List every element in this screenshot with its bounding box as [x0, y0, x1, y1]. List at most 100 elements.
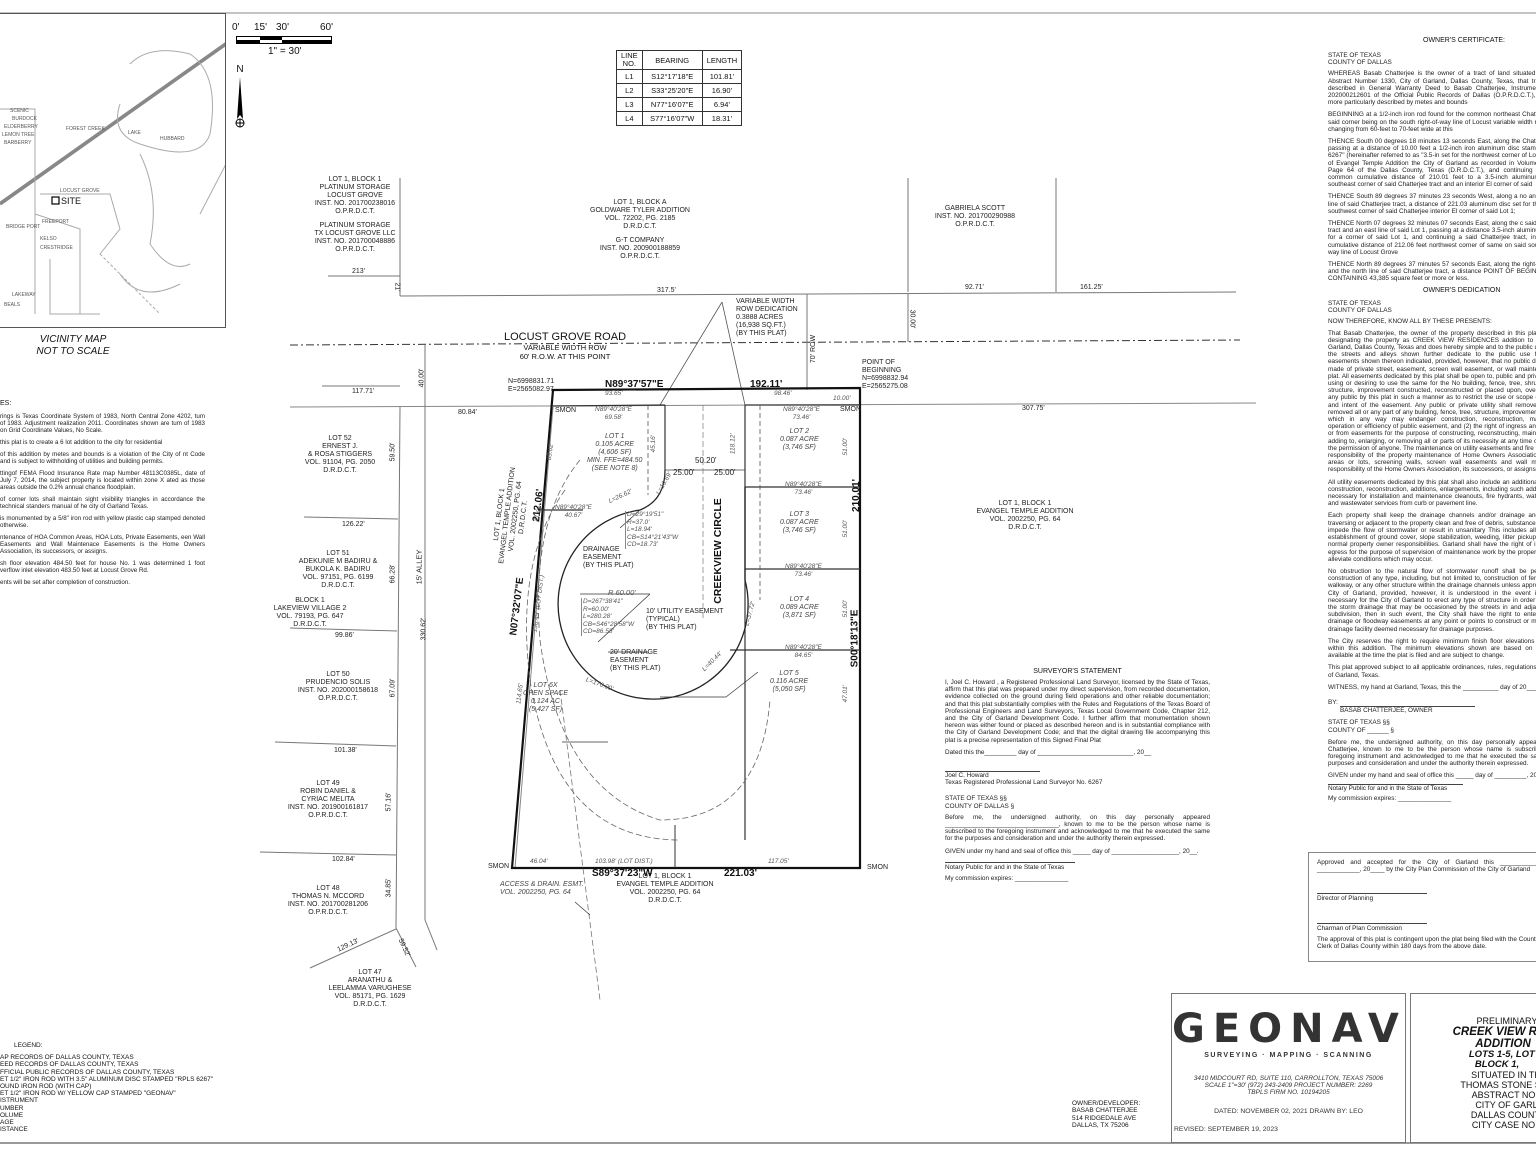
curve-value: CB=S46°28'58"W [583, 620, 635, 628]
dim-label: 126.22' [342, 521, 365, 528]
street-label: FOREST CREEK [66, 126, 105, 132]
street-label: ELDERBERRY [4, 124, 38, 130]
parcel-line: GOLDWARE TYLER ADDITION [590, 207, 690, 214]
firm-tbpls: TBPLS FIRM NO. 10194205 [1247, 1089, 1330, 1096]
parcel-line: PRUDENCIO SOLIS [305, 679, 371, 686]
approval-director: Director of Planning [1317, 893, 1427, 902]
lot-acre: 0.087 ACRE [780, 436, 819, 443]
line-table-header: LINE NO. BEARING LENGTH [616, 50, 743, 70]
curve-value: CD=86.58' [583, 628, 614, 635]
dim-label: 213' [352, 268, 366, 275]
street-label: BEALS [4, 302, 21, 308]
parcel-line: G-T COMPANY [615, 237, 665, 244]
parcel-line: GABRIELA SCOTT [944, 205, 1006, 212]
lot-acre: 0.116 ACRE [770, 678, 809, 685]
nw-coordinate: N=6998831.71 E=2565082.97 [508, 378, 554, 394]
parcel-lot-50: LOT 50 PRUDENCIO SOLIS INST. NO. 2020001… [293, 671, 383, 703]
dim-label: 102.84' [332, 856, 355, 863]
parcel-line: ERNEST J. [322, 443, 358, 450]
street-label: FREEPORT [42, 219, 70, 225]
parcel-evangel-south: LOT 1, BLOCK 1 EVANGEL TEMPLE ADDITION V… [615, 873, 715, 905]
dim-label: 80.84' [458, 409, 477, 416]
parcel-line: ROBIN DANIEL & [300, 788, 356, 795]
parcel-line: LOT 50 [326, 671, 350, 678]
parcel-line: VOL. 2002250, PG. 64 [989, 516, 1061, 523]
geonav-tagline: SURVEYING · MAPPING · SCANNING [1204, 1052, 1373, 1059]
parcel-line: VOL. 72202, PG. 2185 [604, 215, 676, 222]
owner-cert-paragraph: THENCE North 07 degrees 32 minutes 07 se… [1328, 220, 1536, 256]
legend-item: ISTANCE [0, 1126, 28, 1134]
lot-6x-label: LOT 6X OPEN SPACE 0.124 AC (5,427 SF) [523, 682, 568, 714]
dim-label: 307.75' [1022, 405, 1045, 412]
parcel-line: LOT 1, BLOCK 1 [998, 500, 1052, 507]
legend-item: ISTRUMENT [0, 1097, 38, 1105]
plat-name-line2: ADDITION [1475, 1038, 1531, 1050]
legend-item: ET 1/2" IRON ROD WITH 3.5" ALUMINUM DISC… [0, 1075, 214, 1083]
parcel-line: LOT 52 [328, 435, 352, 442]
parcel-line: INST. NO. 201700290988 [934, 213, 1016, 220]
firm-address: 3410 MIDCOURT RD, SUITE 110, CARROLLTON,… [1193, 1075, 1384, 1082]
curve-1-table: D=29°19'51" R=37.0' L=18.94' CB=S14°21'4… [625, 511, 678, 549]
parcel-line: LOCUST GROVE [327, 192, 383, 199]
surveyor-title: SURVEYOR'S STATEMENT [1033, 668, 1122, 675]
dim-label: 47.01' [842, 684, 850, 703]
parcel-line: D.R.D.C.T. [321, 582, 355, 589]
plat-name-line1: CREEK VIEW RESIDENCES [1452, 1026, 1536, 1038]
vicinity-map: SITE SCENIC BURDOCK ELDERBERRY LEMON TRE… [0, 13, 226, 328]
curve-value: L=280.28' [583, 613, 612, 620]
site-label: SITE [61, 196, 82, 206]
title-block-plat: PRELIMINARY PLAT CREEK VIEW RESIDENCES A… [1410, 993, 1536, 1143]
street-label: LOCUST GROVE [60, 188, 100, 194]
parcel-line: LOT 47 [358, 969, 382, 976]
road-name: LOCUST GROVE ROAD [503, 331, 627, 343]
street-label: CRESTRIDGE [40, 245, 73, 251]
surveyor-given: GIVEN under my hand and seal of office t… [945, 847, 1199, 855]
parcel-evangel-east: LOT 1, BLOCK 1 EVANGEL TEMPLE ADDITION V… [975, 500, 1075, 532]
surveyor-state: STATE OF TEXAS §§ [945, 795, 1007, 803]
row-line: ROW DEDICATION [736, 306, 798, 313]
lot-sf: 0.124 AC [531, 698, 560, 705]
owner-ded-paragraph: This plat approved subject to all applic… [1328, 664, 1536, 679]
owner-dev-line: 514 RIDGEDALE AVE [1072, 1114, 1137, 1122]
note-item: of this addition by metes and bounds is … [0, 451, 205, 465]
easement-line: EASEMENT [583, 554, 622, 561]
dated-drawn-by: DATED: NOVEMBER 02, 2021 DRAWN BY: LEO [1214, 1108, 1363, 1115]
bearing: N89°40'28"E [785, 563, 822, 570]
cell: L1 [616, 69, 643, 84]
scale-tick-60: 60' [320, 22, 334, 33]
owner-cert-paragraph: THENCE North 89 degrees 37 minutes 57 se… [1328, 261, 1536, 283]
dim-label: 67.09' [389, 678, 397, 698]
bearing: N89°40'28"E [783, 406, 820, 413]
dim-label: 50.20' [695, 456, 717, 465]
dim-label: 161.25' [1080, 284, 1103, 291]
parcel-lot-51: LOT 51 ADEKUNIE M BADIRU & BUKOLA K. BAD… [293, 550, 383, 590]
parcel-line: D.R.D.C.T. [293, 621, 327, 628]
parcel-line: LOT 49 [316, 780, 340, 787]
easement-line: (BY THIS PLAT) [583, 562, 634, 569]
smon-marker: SMON [555, 407, 576, 414]
prelim-label: PRELIMINARY PLAT [1476, 1016, 1536, 1026]
vicinity-map-drawing [0, 42, 225, 315]
curve-value: D=29°19'51" [627, 511, 664, 518]
parcel-line: BUKOLA K. BADIRU [305, 566, 371, 573]
row-line: 0.3888 ACRES [736, 314, 784, 321]
dim-label: 103.98' (Lot Dist.) [595, 858, 653, 865]
geonav-logo-text: GEONAV [1172, 1006, 1407, 1052]
cell: L3 [616, 97, 643, 112]
radius-label: R 60.00' [608, 588, 636, 597]
length: 84.65' [794, 651, 813, 659]
parcel-platinum-storage: LOT 1, BLOCK 1 PLATINUM STORAGE LOCUST G… [300, 176, 410, 254]
parcel-gabriela-scott: GABRIELA SCOTT INST. NO. 201700290988 O.… [925, 205, 1025, 229]
lot-name: LOT 3 [789, 511, 810, 518]
owner-dev-line: OWNER/DEVELOPER: [1072, 1100, 1141, 1107]
east-distance: 210.01' [850, 479, 862, 512]
easement-line: 10' UTILITY EASEMENT [646, 608, 724, 615]
owner-ded-county: COUNTY OF DALLAS [1328, 307, 1392, 315]
lot-3-label: LOT 3 0.087 ACRE (3,746 SF) [780, 511, 819, 535]
pob-line: POINT OF [862, 359, 895, 366]
coord-line: N=6998831.71 [508, 378, 555, 385]
approval-chairman: Charman of Plan Commission [1317, 922, 1427, 932]
parcel-line: D.R.D.C.T. [648, 897, 682, 904]
